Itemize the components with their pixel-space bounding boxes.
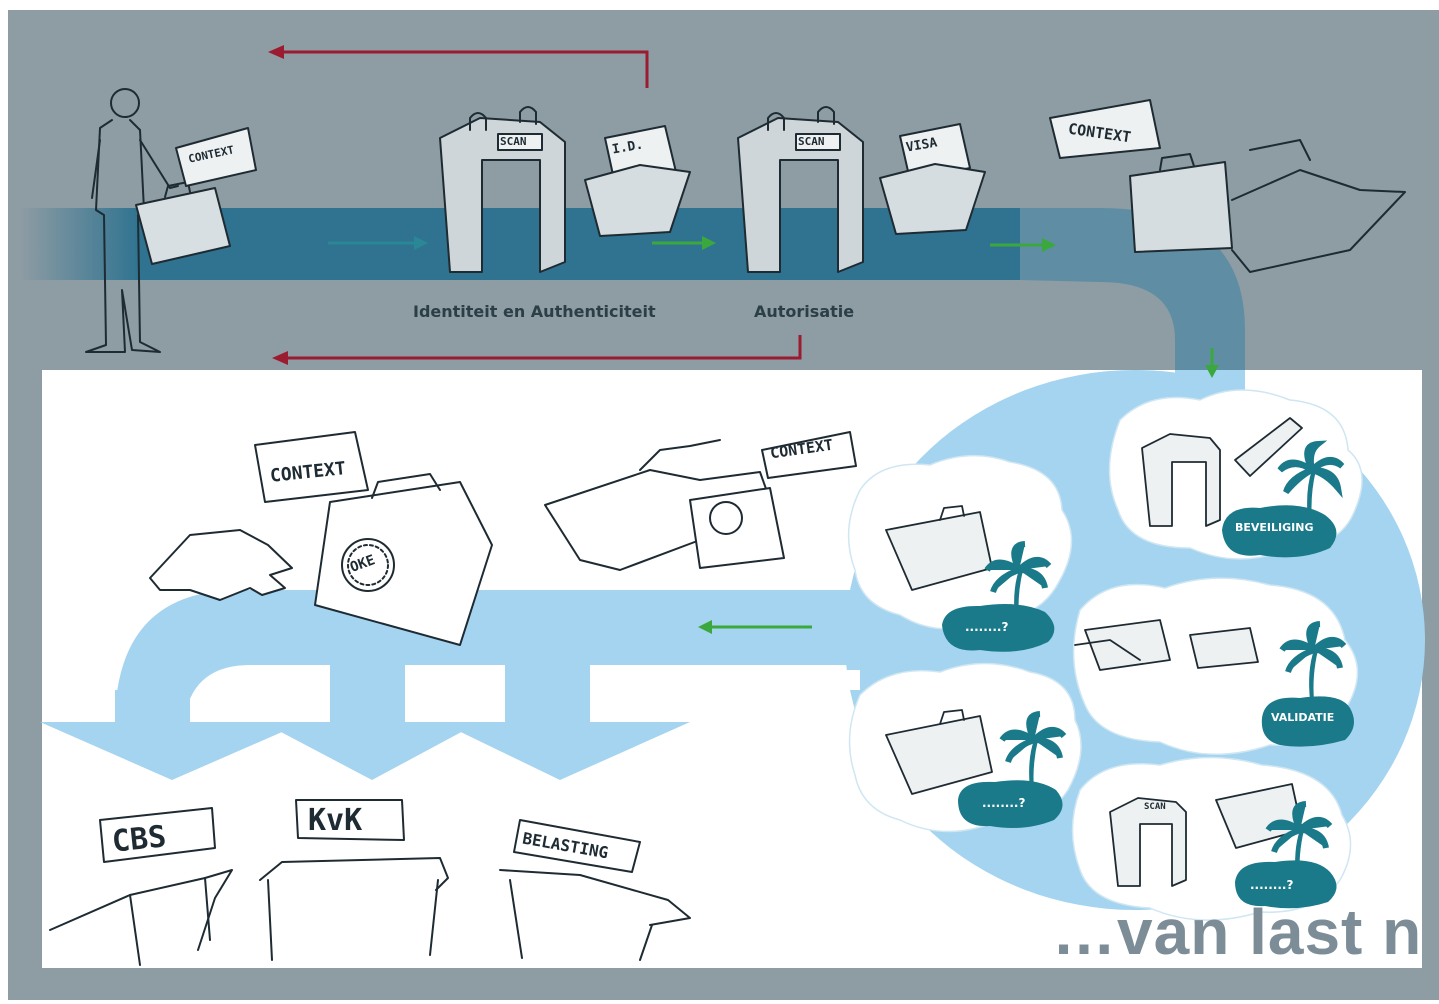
unknown-island-1: ........? xyxy=(965,620,1009,634)
id-card-icon xyxy=(584,125,691,237)
visa-document-icon xyxy=(879,123,986,235)
suitcase-island-2-icon xyxy=(885,709,993,795)
gate-sign-1: SCAN xyxy=(500,135,527,148)
distribution-branches xyxy=(40,665,690,780)
handshake-hand-icon xyxy=(149,529,293,601)
main-flow-band xyxy=(140,208,1020,280)
unknown-island-2: ........? xyxy=(982,796,1026,810)
return-flow-band xyxy=(115,590,860,715)
ship-icon xyxy=(1049,99,1406,273)
scanner-and-suitcase-icon xyxy=(1109,783,1303,887)
open-suitcases-icon xyxy=(1074,619,1259,671)
destination-cbs: CBS xyxy=(110,819,168,860)
rejection-arrows xyxy=(275,50,802,360)
belasting-desk-icon xyxy=(499,819,691,961)
reject-arrowhead-top xyxy=(268,45,284,59)
band-fade xyxy=(20,208,140,280)
reject-arrowhead-bottom xyxy=(272,351,288,365)
context-note-icon xyxy=(175,127,257,187)
forward-arrows xyxy=(328,236,1219,634)
security-scanner-icon xyxy=(1141,417,1303,527)
badge-validatie: VALIDATIE xyxy=(1271,711,1335,724)
ship-return-icon xyxy=(544,431,857,571)
approved-suitcase-icon xyxy=(254,431,493,646)
kvk-desk-icon xyxy=(259,799,449,961)
tagline: …van last n xyxy=(1052,896,1423,968)
island-badges xyxy=(942,505,1354,909)
stage-label-identity: Identiteit en Authenticiteit xyxy=(413,302,656,321)
stage-label-authorization: Autorisatie xyxy=(754,302,855,321)
scan-gate-icon-2 xyxy=(737,106,864,273)
island-gate-sign: SCAN xyxy=(1144,802,1166,812)
gate-sign-2: SCAN xyxy=(798,135,825,148)
scan-gate-icon xyxy=(439,106,566,273)
traveller-briefcase-icon xyxy=(135,181,231,265)
cbs-desk-icon xyxy=(49,807,233,966)
palm-trees xyxy=(984,440,1347,880)
branch-gaps xyxy=(190,670,860,722)
badge-beveiliging: BEVEILIGING xyxy=(1235,521,1314,534)
destination-kvk: KvK xyxy=(308,803,363,838)
unknown-island-3: ........? xyxy=(1250,878,1294,892)
